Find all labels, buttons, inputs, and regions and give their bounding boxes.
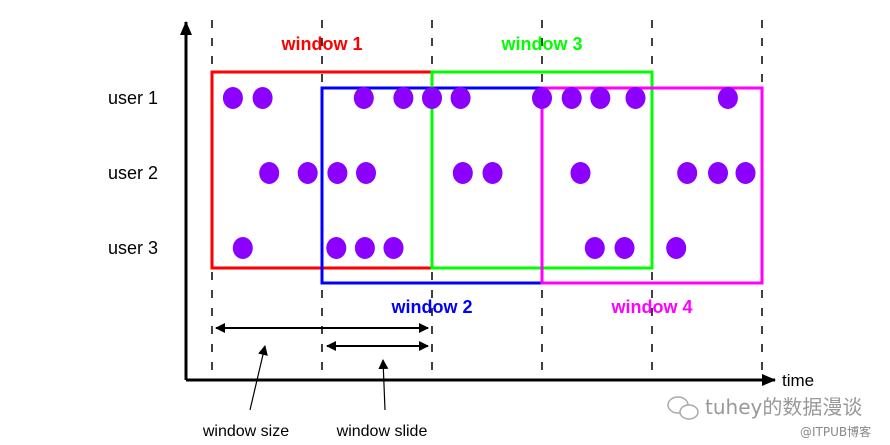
row-label-user-1: user 1 bbox=[108, 88, 158, 108]
event-dot bbox=[327, 162, 348, 184]
window-1-label: window 1 bbox=[281, 34, 363, 54]
row-label-user-2: user 2 bbox=[108, 163, 158, 183]
event-dot bbox=[570, 162, 591, 184]
event-dot bbox=[383, 237, 404, 259]
time-axis-label: time bbox=[782, 371, 814, 390]
event-dot bbox=[625, 87, 646, 109]
event-dot bbox=[561, 87, 582, 109]
event-dot bbox=[222, 87, 243, 109]
event-dot bbox=[297, 162, 318, 184]
event-dot bbox=[584, 237, 605, 259]
event-dot bbox=[450, 87, 471, 109]
watermark-source: @ITPUB博客 bbox=[800, 425, 872, 439]
event-dot bbox=[353, 87, 374, 109]
watermark-text: tuhey的数据漫谈 bbox=[705, 395, 863, 419]
event-dot bbox=[422, 87, 442, 109]
window-4-label: window 4 bbox=[611, 297, 693, 317]
event-dot bbox=[666, 237, 687, 259]
event-dot bbox=[232, 237, 253, 259]
event-dot bbox=[590, 87, 611, 109]
window-4-box bbox=[540, 86, 764, 285]
event-dot bbox=[532, 87, 552, 109]
row-label-user-3: user 3 bbox=[108, 238, 158, 258]
event-dot bbox=[393, 87, 414, 109]
event-dot bbox=[708, 162, 728, 184]
window-2-label: window 2 bbox=[391, 297, 473, 317]
event-dot bbox=[614, 237, 635, 259]
event-dot bbox=[259, 162, 280, 184]
event-dot bbox=[252, 87, 273, 109]
event-dot bbox=[354, 237, 375, 259]
event-dot bbox=[482, 162, 503, 184]
window-size-pointer bbox=[249, 345, 268, 411]
event-dot bbox=[717, 87, 738, 109]
window-slide-pointer bbox=[378, 359, 389, 411]
window-3-label: window 3 bbox=[501, 34, 583, 54]
event-dot bbox=[677, 162, 698, 184]
event-dot bbox=[356, 162, 376, 184]
event-dot bbox=[326, 237, 347, 259]
event-dot bbox=[452, 162, 473, 184]
event-dot bbox=[735, 162, 756, 184]
window-size-label: window size bbox=[202, 423, 289, 440]
wechat-icon bbox=[667, 396, 699, 420]
window-slide-label: window slide bbox=[336, 423, 428, 440]
